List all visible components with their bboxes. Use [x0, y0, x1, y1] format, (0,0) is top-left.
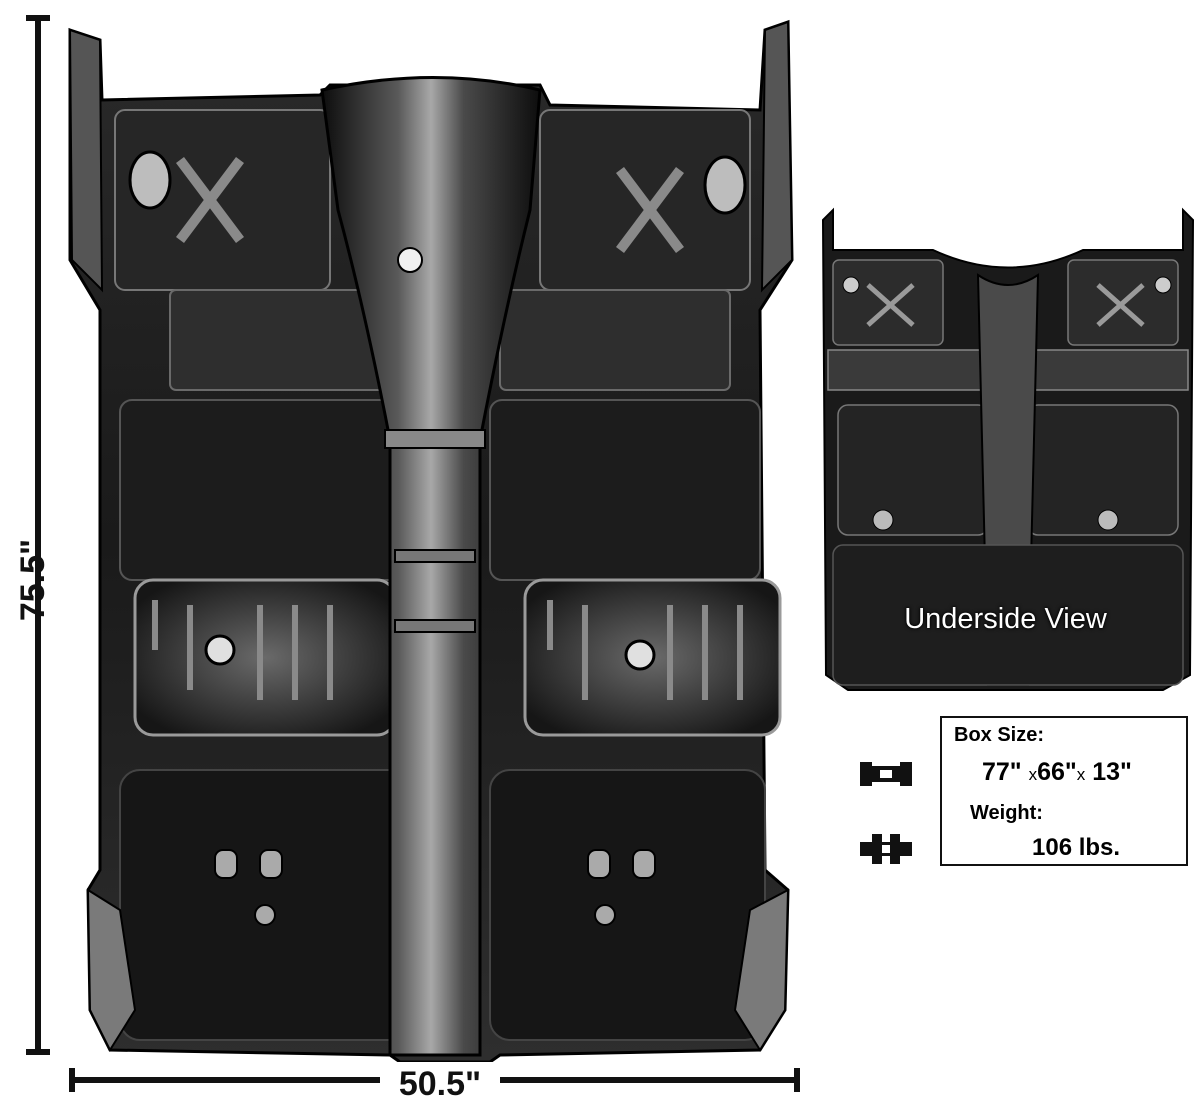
floor-pan-underside-view: [821, 207, 1195, 691]
height-dimension-line: [26, 15, 50, 1055]
box-size-width: 66": [1037, 758, 1077, 786]
weight-icon: [860, 834, 912, 864]
weight-value: 106 lbs.: [1032, 834, 1121, 861]
box-size-length: 77": [982, 758, 1022, 786]
floor-pan-top-view: [68, 19, 794, 1064]
weight-label: Weight:: [970, 802, 1043, 824]
height-dimension-label: 75.5": [14, 538, 52, 622]
box-size-value: 77" x66"x 13": [982, 758, 1132, 787]
underside-view-label: Underside View: [904, 603, 1107, 635]
box-size-label: Box Size:: [954, 724, 1045, 746]
box-size-separator-2: x: [1076, 765, 1086, 784]
spec-info-box: Box Size: 77" x66"x 13" Weight: 106 lbs.: [940, 716, 1188, 866]
width-dimension-label: 50.5": [380, 1062, 500, 1106]
box-size-depth: 13": [1092, 758, 1132, 786]
box-size-separator: x: [1028, 765, 1038, 784]
box-size-icon: [860, 762, 912, 786]
